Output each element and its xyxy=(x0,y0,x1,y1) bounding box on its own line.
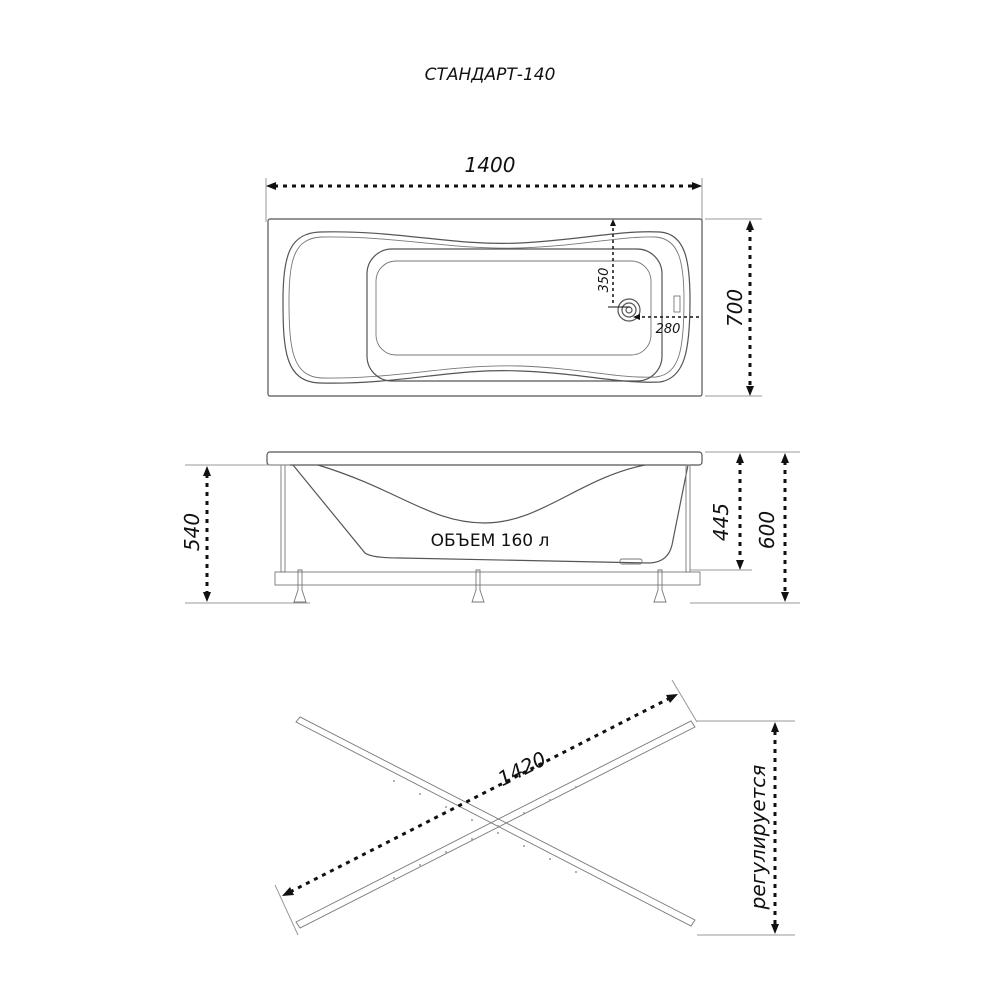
diagonal-length-label: 1420 xyxy=(494,747,550,791)
total-height-label: 600 xyxy=(755,511,779,549)
tub-outer-contour xyxy=(282,231,691,384)
adjustable-label: регулируется xyxy=(746,765,770,911)
side-view: ОБЪЕМ 160 л 540 445 600 xyxy=(180,451,800,604)
diagonal-dimension-line xyxy=(289,696,671,894)
frame-height-label: 540 xyxy=(180,513,204,551)
depth-label: 445 xyxy=(709,503,733,541)
tub-basin-outline xyxy=(366,248,663,382)
drain-end-offset-label: 280 xyxy=(656,322,681,337)
tub-body-side xyxy=(292,464,689,564)
tub-rim-outline xyxy=(267,218,703,397)
width-label: 700 xyxy=(723,289,747,327)
length-label: 1400 xyxy=(465,153,516,177)
leg-right xyxy=(685,464,691,573)
overflow-icon xyxy=(673,295,681,313)
adjustable-feet xyxy=(293,569,667,603)
volume-label: ОБЪЕМ 160 л xyxy=(431,531,550,551)
drawing-title: СТАНДАРТ-140 xyxy=(425,65,556,85)
frame-bar-diagonal-2 xyxy=(295,720,696,929)
tub-rim-side xyxy=(266,451,703,466)
drain-side-offset-label: 350 xyxy=(597,268,612,293)
top-view: 1400 350 280 700 xyxy=(265,153,762,397)
leg-left xyxy=(280,464,286,573)
frame-view: 1420 регулируется xyxy=(274,679,795,936)
frame-bar xyxy=(274,571,701,586)
frame-bar-diagonal-1 xyxy=(295,716,696,927)
